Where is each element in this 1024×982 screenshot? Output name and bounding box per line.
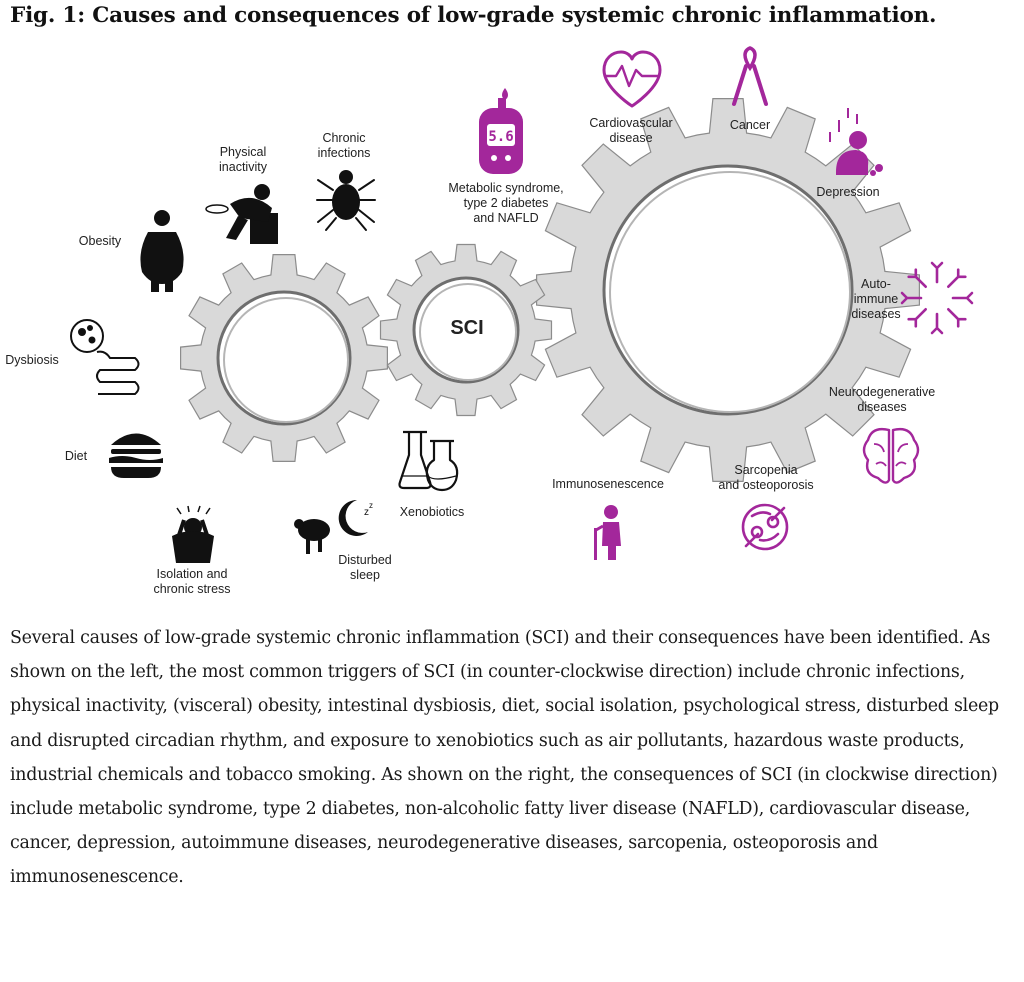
figure-caption: Several causes of low-grade systemic chr… <box>10 628 999 888</box>
tick-icon <box>316 170 376 231</box>
heart-pulse-icon <box>602 50 662 108</box>
cancer-ribbon-icon <box>732 46 768 106</box>
cause-obesity: Obesity <box>79 210 184 292</box>
bone-joint-icon <box>741 503 789 551</box>
elderly-person-icon <box>594 505 621 560</box>
intestine-bacteria-icon <box>70 319 140 395</box>
consequence-immunosenescence: Immunosenescence <box>552 477 664 560</box>
person-sitting-icon <box>205 184 278 244</box>
svg-text:z: z <box>369 501 373 510</box>
obese-person-icon <box>140 210 184 292</box>
cause-label: Dysbiosis <box>5 353 59 367</box>
brain-icon <box>862 427 920 484</box>
cause-label: Diet <box>65 449 88 463</box>
cause-diet: Diet <box>65 433 163 478</box>
depressed-person-icon <box>829 108 883 176</box>
glucometer-icon: 5.6 <box>479 88 523 174</box>
consequence-label: Depression <box>816 185 879 199</box>
sheep-moon-icon: z z <box>294 499 373 554</box>
sci-center-label: SCI <box>450 317 483 339</box>
consequence-cancer: Cancer <box>730 46 770 132</box>
cause-xenobiotics: Xenobiotics <box>398 430 465 519</box>
gear-center <box>379 243 553 417</box>
figure-title: Fig. 1: Causes and consequences of low-g… <box>10 3 937 28</box>
svg-text:z: z <box>364 507 369 518</box>
cause-dysbiosis: Dysbiosis <box>5 319 140 395</box>
consequence-depression: Depression <box>816 108 883 199</box>
glucose-reading: 5.6 <box>488 129 513 145</box>
gear-left <box>180 254 388 462</box>
antibodies-icon <box>900 261 974 335</box>
consequence-label: Immunosenescence <box>552 477 664 491</box>
burger-icon <box>109 433 163 478</box>
flasks-icon <box>398 430 459 492</box>
cause-label: Xenobiotics <box>400 505 465 519</box>
stressed-person-icon <box>172 505 214 563</box>
cause-label: Obesity <box>79 234 122 248</box>
gear-right <box>535 97 921 482</box>
consequence-label: Cancer <box>730 118 770 132</box>
